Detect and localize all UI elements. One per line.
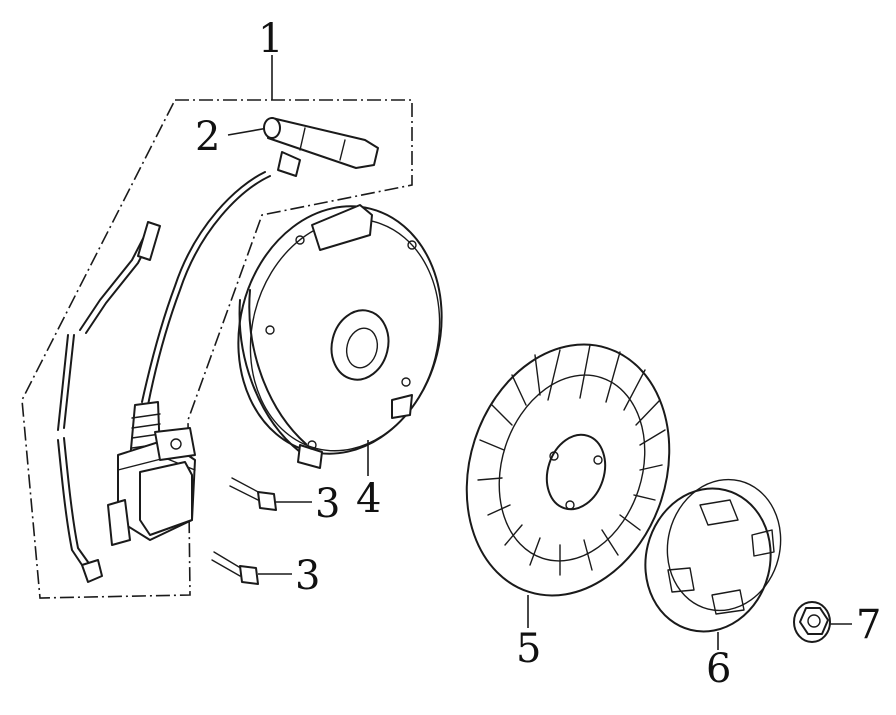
part-5-cooling-fan: [465, 343, 671, 628]
part-4-flywheel: [237, 204, 443, 476]
part-6-starter-cup: [644, 478, 782, 650]
callout-4: 4: [356, 476, 381, 522]
part-2-plug-cap: [227, 117, 379, 177]
callout-5: 5: [516, 626, 541, 672]
group-1-boundary: [21, 99, 413, 599]
callout-7: 7: [856, 602, 881, 648]
callout-3-lower: 3: [295, 553, 320, 599]
callout-6: 6: [706, 646, 731, 692]
part-1-ignition-coil: [57, 171, 271, 583]
part-3-bolt-lower: [211, 551, 292, 585]
part-3-bolt-upper: [229, 477, 312, 511]
callout-3-upper: 3: [315, 481, 340, 527]
part-7-flange-nut: [793, 601, 852, 643]
callout-1: 1: [258, 16, 283, 62]
callout-2: 2: [195, 114, 220, 160]
